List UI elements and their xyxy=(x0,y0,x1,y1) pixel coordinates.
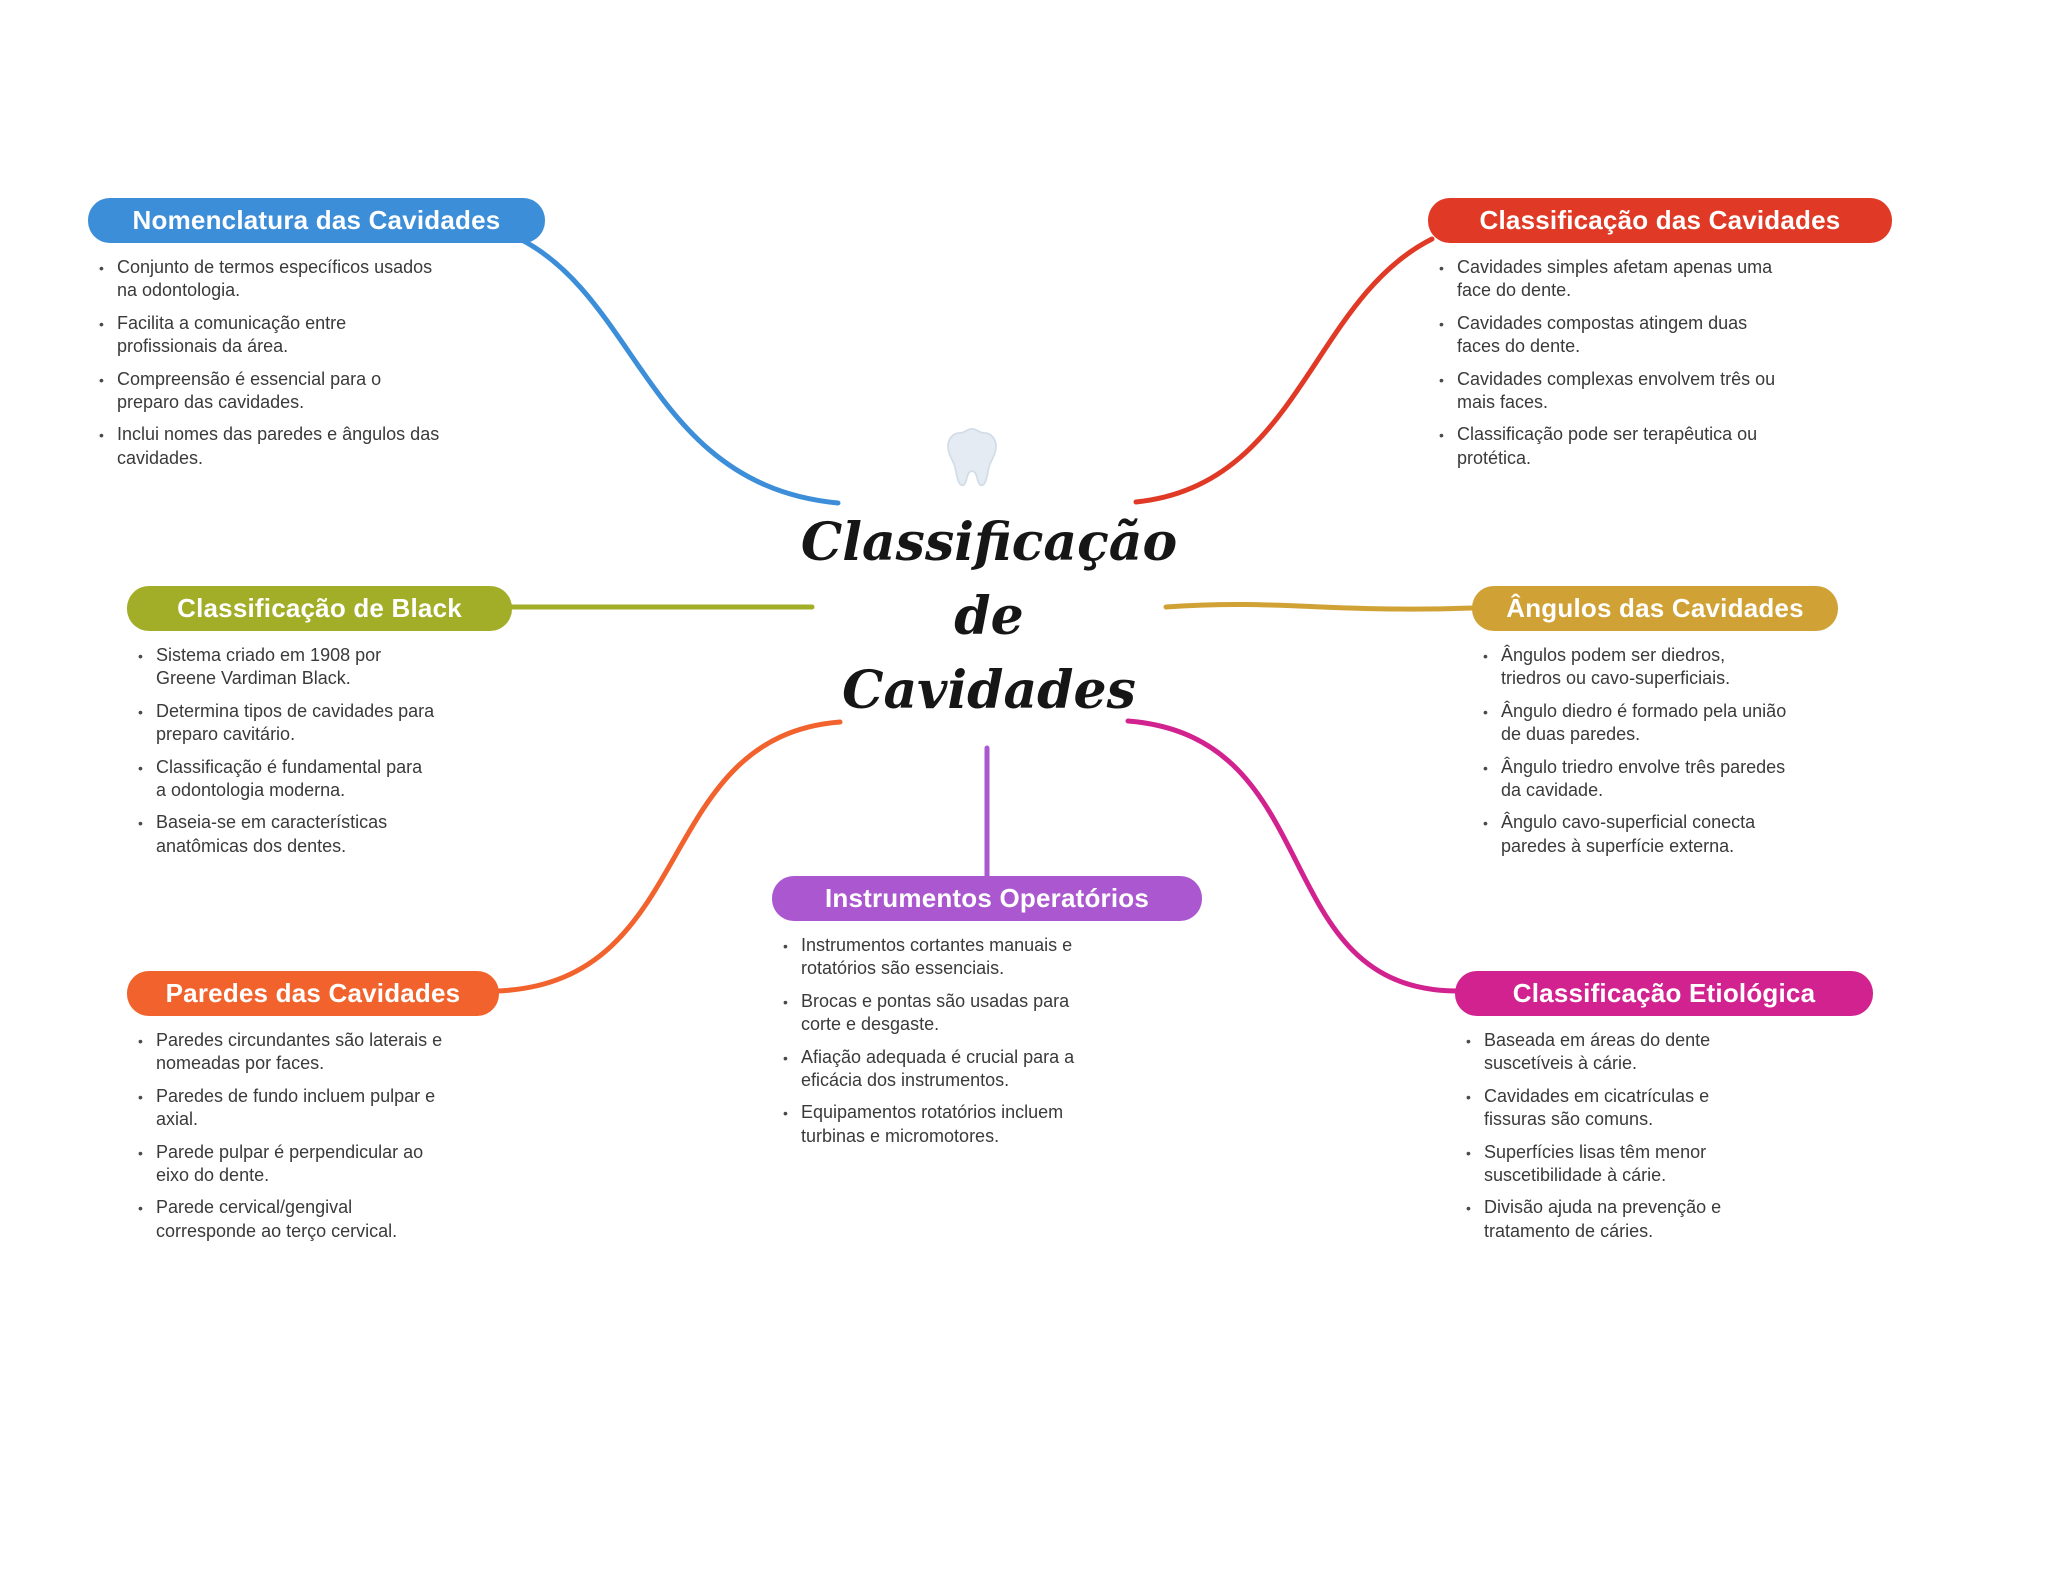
bullet-item: Superfícies lisas têm menor suscetibilid… xyxy=(1459,1141,1757,1188)
branch-points-angulos: Ângulos podem ser diedros, triedros ou c… xyxy=(1476,644,1788,858)
branch-label-nomenclatura: Nomenclatura das Cavidades xyxy=(88,198,545,243)
connector-nomenclatura xyxy=(517,236,841,506)
branch-label-paredes: Paredes das Cavidades xyxy=(127,971,499,1016)
bullet-item: Ângulo cavo-superficial conecta paredes … xyxy=(1476,811,1788,858)
bullet-item: Classificação é fundamental para a odont… xyxy=(131,756,436,803)
bullet-item: Facilita a comunicação entre profissiona… xyxy=(92,312,444,359)
bullet-item: Compreensão é essencial para o preparo d… xyxy=(92,368,444,415)
bullet-item: Classificação pode ser terapêutica ou pr… xyxy=(1432,423,1784,470)
branch-label-angulos: Ângulos das Cavidades xyxy=(1472,586,1838,631)
bullet-item: Afiação adequada é crucial para a eficác… xyxy=(776,1046,1114,1093)
branch-classificacao: Classificação das Cavidades Cavidades si… xyxy=(1428,198,1892,479)
bullet-item: Cavidades compostas atingem duas faces d… xyxy=(1432,312,1784,359)
bullet-item: Cavidades em cicatrículas e fissuras são… xyxy=(1459,1085,1757,1132)
bullet-item: Ângulo triedro envolve três paredes da c… xyxy=(1476,756,1788,803)
branch-label-black: Classificação de Black xyxy=(127,586,512,631)
connector-classificacao xyxy=(1133,236,1435,505)
bullet-item: Brocas e pontas são usadas para corte e … xyxy=(776,990,1114,1037)
tooth-icon xyxy=(944,426,1000,490)
bullet-item: Ângulos podem ser diedros, triedros ou c… xyxy=(1476,644,1788,691)
bullet-item: Instrumentos cortantes manuais e rotatór… xyxy=(776,934,1114,981)
central-topic-line-1: Classificação xyxy=(800,512,1178,573)
bullet-item: Equipamentos rotatórios incluem turbinas… xyxy=(776,1101,1114,1148)
branch-points-black: Sistema criado em 1908 por Greene Vardim… xyxy=(131,644,436,858)
branch-points-nomenclatura: Conjunto de termos específicos usados na… xyxy=(92,256,444,470)
bullet-item: Cavidades simples afetam apenas uma face… xyxy=(1432,256,1784,303)
branch-points-paredes: Paredes circundantes são laterais e nome… xyxy=(131,1029,449,1243)
branch-angulos: Ângulos das Cavidades Ângulos podem ser … xyxy=(1472,586,1838,867)
branch-points-classificacao: Cavidades simples afetam apenas uma face… xyxy=(1432,256,1784,470)
branch-label-classificacao: Classificação das Cavidades xyxy=(1428,198,1892,243)
branch-black: Classificação de Black Sistema criado em… xyxy=(127,586,512,867)
bullet-item: Parede pulpar é perpendicular ao eixo do… xyxy=(131,1141,449,1188)
branch-paredes: Paredes das Cavidades Paredes circundant… xyxy=(127,971,499,1252)
branch-points-instrumentos: Instrumentos cortantes manuais e rotatór… xyxy=(776,934,1114,1148)
central-topic: Classificação de Cavidades xyxy=(724,506,1254,728)
bullet-item: Parede cervical/gengival corresponde ao … xyxy=(131,1196,449,1243)
branch-etiologica: Classificação Etiológica Baseada em área… xyxy=(1455,971,1873,1252)
branch-points-etiologica: Baseada em áreas do dente suscetíveis à … xyxy=(1459,1029,1757,1243)
bullet-item: Divisão ajuda na prevenção e tratamento … xyxy=(1459,1196,1757,1243)
bullet-item: Sistema criado em 1908 por Greene Vardim… xyxy=(131,644,436,691)
branch-label-instrumentos: Instrumentos Operatórios xyxy=(772,876,1202,921)
bullet-item: Paredes de fundo incluem pulpar e axial. xyxy=(131,1085,449,1132)
bullet-item: Inclui nomes das paredes e ângulos das c… xyxy=(92,423,444,470)
bullet-item: Determina tipos de cavidades para prepar… xyxy=(131,700,436,747)
bullet-item: Paredes circundantes são laterais e nome… xyxy=(131,1029,449,1076)
bullet-item: Baseia-se em características anatômicas … xyxy=(131,811,436,858)
central-topic-line-3: Cavidades xyxy=(842,660,1136,721)
bullet-item: Conjunto de termos específicos usados na… xyxy=(92,256,444,303)
bullet-item: Cavidades complexas envolvem três ou mai… xyxy=(1432,368,1784,415)
branch-instrumentos: Instrumentos Operatórios Instrumentos co… xyxy=(772,876,1202,1157)
bullet-item: Baseada em áreas do dente suscetíveis à … xyxy=(1459,1029,1757,1076)
branch-nomenclatura: Nomenclatura das Cavidades Conjunto de t… xyxy=(88,198,545,479)
central-topic-line-2: de xyxy=(954,586,1024,647)
bullet-item: Ângulo diedro é formado pela união de du… xyxy=(1476,700,1788,747)
branch-label-etiologica: Classificação Etiológica xyxy=(1455,971,1873,1016)
